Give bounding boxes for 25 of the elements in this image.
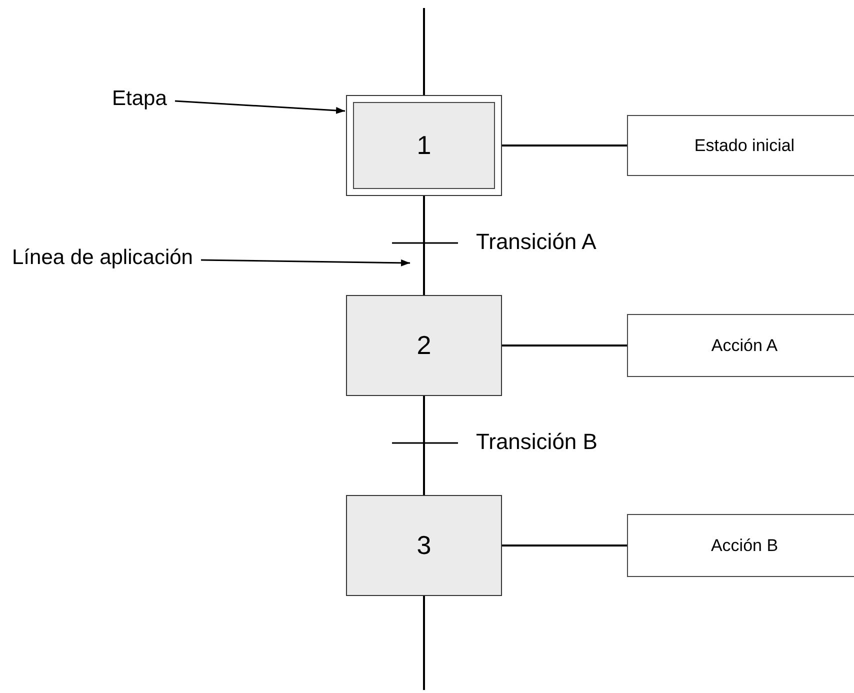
action-text: Acción A <box>711 336 778 356</box>
connector-line <box>502 544 627 546</box>
transition-label: Transición B <box>476 429 598 455</box>
leader-arrow <box>174 100 346 114</box>
step-box <box>346 495 502 596</box>
callout-text: Etapa <box>112 87 167 111</box>
callout-text: Línea de aplicación <box>12 246 193 270</box>
connector-line <box>502 144 627 146</box>
action-text: Acción B <box>710 536 778 556</box>
connector-line <box>423 396 425 495</box>
step-box <box>346 295 502 396</box>
step-number: 3 <box>416 530 432 561</box>
transition-label: Transición A <box>476 229 596 255</box>
connector-line <box>502 344 627 346</box>
connector-line <box>423 596 425 690</box>
step-number: 1 <box>416 130 432 161</box>
connector-line <box>423 196 425 295</box>
initial-step-box <box>346 95 502 196</box>
action-text: Estado inicial <box>694 136 795 156</box>
action-box <box>627 314 854 377</box>
action-box <box>627 115 854 176</box>
leader-arrow <box>200 259 410 266</box>
connector-line <box>423 8 425 95</box>
step-number: 2 <box>416 330 432 361</box>
action-box <box>627 514 854 577</box>
